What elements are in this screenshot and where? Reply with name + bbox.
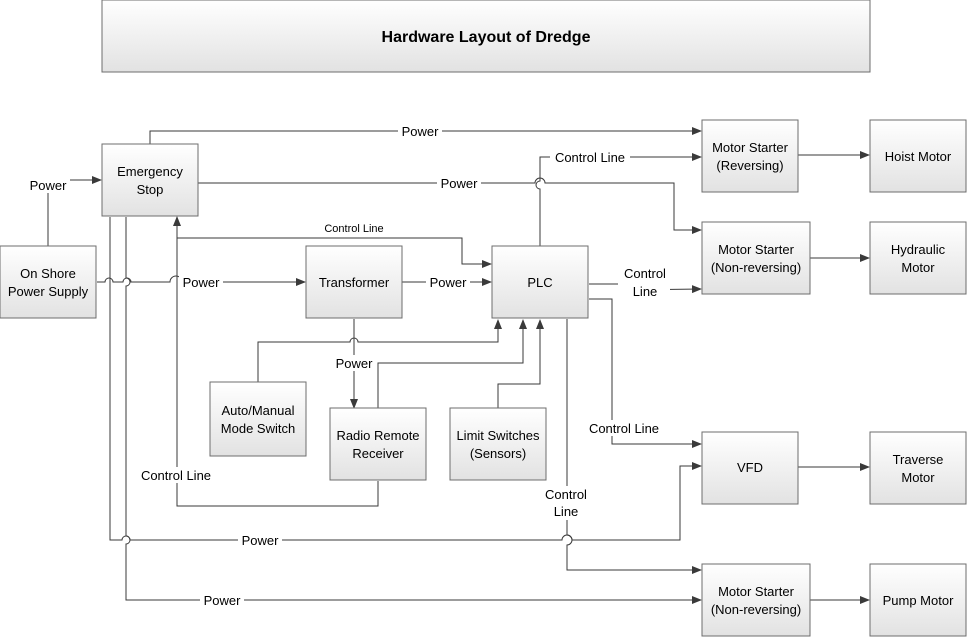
wire-estop-control-to-plc (177, 237, 492, 268)
svg-text:Pump Motor: Pump Motor (883, 593, 954, 608)
svg-text:Radio Remote: Radio Remote (336, 428, 419, 443)
node-transformer: Transformer (305, 245, 403, 319)
svg-text:On Shore: On Shore (20, 266, 76, 281)
node-limit-switches: Limit Switches (Sensors) (449, 407, 547, 481)
node-radio-remote-receiver: Radio Remote Receiver (329, 407, 427, 481)
wire-labels: Power Power Power Power Power Control Li… (26, 123, 670, 608)
wire-plc-to-vfd (589, 298, 702, 448)
diagram-title: Hardware Layout of Dredge (382, 29, 591, 46)
node-plc: PLC (491, 245, 589, 319)
node-motor-starter-nonreversing-pump: Motor Starter (Non-reversing) (701, 563, 811, 637)
svg-text:Transformer: Transformer (319, 275, 390, 290)
wire-estop-to-starter-reversing (149, 127, 702, 144)
wire-estop-to-vfd (109, 217, 702, 541)
node-motor-starter-nonreversing-hydraulic: Motor Starter (Non-reversing) (701, 221, 811, 295)
label-power-estop-reversing: Power (402, 124, 440, 139)
node-auto-manual-mode-switch: Auto/Manual Mode Switch (209, 381, 307, 457)
label-control-plc-hydraulic-1: Control (624, 266, 666, 281)
label-control-radio-estop: Control Line (141, 468, 211, 483)
svg-text:Hydraulic: Hydraulic (891, 242, 946, 257)
svg-text:Stop: Stop (137, 182, 164, 197)
svg-text:PLC: PLC (527, 275, 552, 290)
svg-text:Motor: Motor (901, 260, 935, 275)
label-control-plc-reversing: Control Line (555, 150, 625, 165)
node-hoist-motor: Hoist Motor (869, 119, 967, 193)
connectors (47, 127, 870, 604)
svg-text:Motor Starter: Motor Starter (712, 140, 789, 155)
wire-estop-to-starter-pump (125, 217, 702, 604)
node-traverse-motor: Traverse Motor (869, 431, 967, 505)
node-emergency-stop: Emergency Stop (101, 143, 199, 217)
label-power-transformer-plc: Power (430, 275, 468, 290)
node-motor-starter-reversing: Motor Starter (Reversing) (701, 119, 799, 193)
label-power-estop-vfd: Power (242, 533, 280, 548)
svg-text:Receiver: Receiver (352, 446, 404, 461)
label-control-plc-vfd: Control Line (589, 421, 659, 436)
svg-text:(Reversing): (Reversing) (716, 158, 783, 173)
svg-text:Auto/Manual: Auto/Manual (222, 403, 295, 418)
svg-text:Emergency: Emergency (117, 164, 183, 179)
label-control-plc-hydraulic-2: Line (633, 284, 658, 299)
svg-text:(Non-reversing): (Non-reversing) (711, 602, 801, 617)
svg-text:Traverse: Traverse (893, 452, 944, 467)
title-box: Hardware Layout of Dredge (101, 0, 871, 73)
svg-text:VFD: VFD (737, 460, 763, 475)
svg-text:Motor Starter: Motor Starter (718, 584, 795, 599)
label-control-plc-pump-1: Control (545, 487, 587, 502)
svg-text:Power Supply: Power Supply (8, 284, 89, 299)
svg-text:(Non-reversing): (Non-reversing) (711, 260, 801, 275)
wire-limits-to-plc (497, 319, 544, 408)
node-vfd: VFD (701, 431, 799, 505)
label-power-transformer-radio: Power (336, 356, 374, 371)
svg-text:Motor: Motor (901, 470, 935, 485)
label-power-onshore-transformer: Power (183, 275, 221, 290)
wire-radio-to-estop (173, 216, 379, 507)
label-control-estop-plc: Control Line (324, 223, 383, 235)
label-power-onshore-estop: Power (30, 178, 68, 193)
label-control-plc-pump-2: Line (554, 504, 579, 519)
wire-estop-to-starter-hydraulic (198, 177, 702, 234)
svg-text:Hoist Motor: Hoist Motor (885, 149, 952, 164)
svg-text:Motor Starter: Motor Starter (718, 242, 795, 257)
node-hydraulic-motor: Hydraulic Motor (869, 221, 967, 295)
svg-text:Limit Switches: Limit Switches (456, 428, 540, 443)
svg-text:Mode Switch: Mode Switch (221, 421, 295, 436)
svg-text:(Sensors): (Sensors) (470, 446, 526, 461)
node-pump-motor: Pump Motor (869, 563, 967, 637)
wire-radio-to-plc (377, 319, 527, 408)
label-power-estop-hydraulic: Power (441, 176, 479, 191)
node-on-shore-power-supply: On Shore Power Supply (0, 245, 97, 319)
wire-plc-to-starter-reversing (535, 153, 702, 246)
label-power-estop-pump: Power (204, 593, 242, 608)
